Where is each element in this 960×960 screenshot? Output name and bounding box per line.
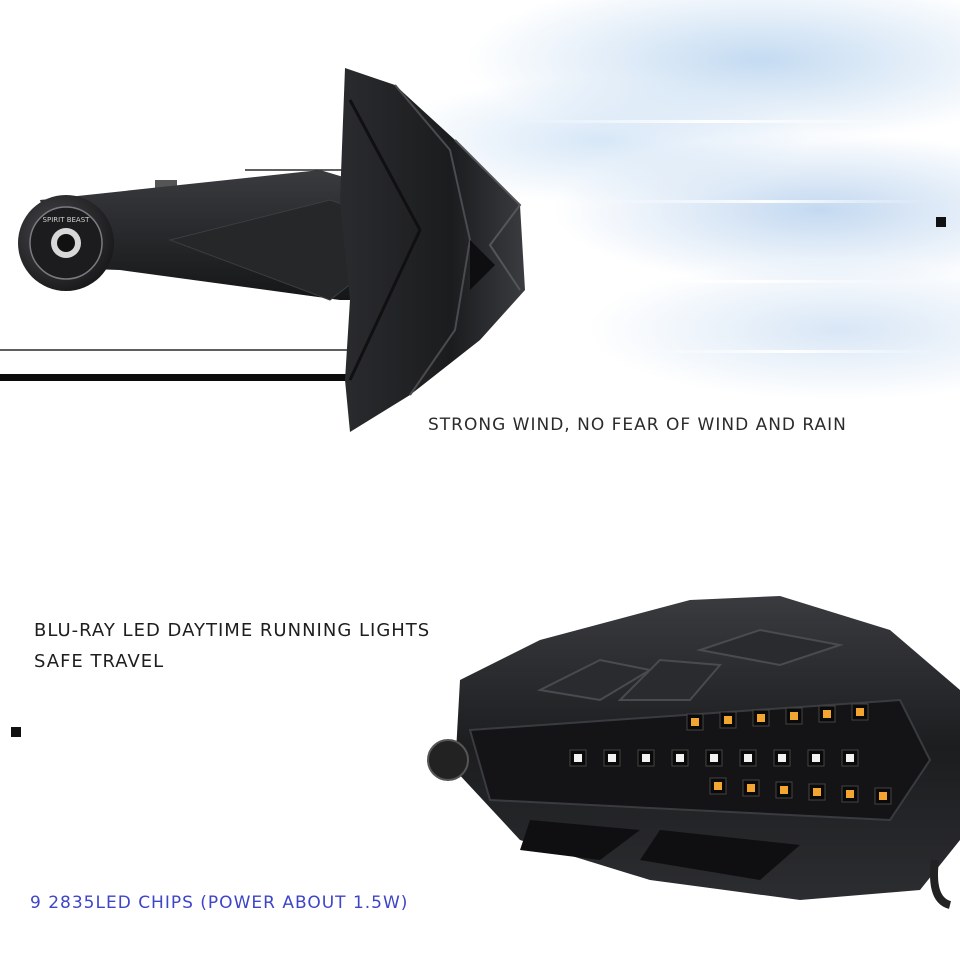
led-chip xyxy=(846,754,854,762)
led-chip xyxy=(856,708,864,716)
led-chip xyxy=(744,754,752,762)
caption-led-line2: SAFE TRAVEL xyxy=(34,651,165,672)
led-chip xyxy=(642,754,650,762)
caption-led-chips: 9 2835LED CHIPS (POWER ABOUT 1.5W) xyxy=(30,893,409,913)
caption-led-line1: BLU-RAY LED DAYTIME RUNNING LIGHTS xyxy=(34,620,431,641)
led-chip xyxy=(714,782,722,790)
bullet-square-icon xyxy=(936,217,946,227)
led-chip xyxy=(812,754,820,762)
led-chip xyxy=(574,754,582,762)
wind-streak xyxy=(640,350,940,353)
led-chip xyxy=(778,754,786,762)
led-chip xyxy=(757,714,765,722)
bullet-square-icon xyxy=(11,727,21,737)
caption-wind: STRONG WIND, NO FEAR OF WIND AND RAIN xyxy=(428,415,847,435)
knob-logo-text: SPIRIT BEAST xyxy=(43,216,91,224)
led-chip xyxy=(691,718,699,726)
led-chip xyxy=(676,754,684,762)
wind-streak xyxy=(560,280,920,283)
guard-shell xyxy=(340,68,525,432)
led-chip xyxy=(747,784,755,792)
led-chip xyxy=(823,710,831,718)
led-chip xyxy=(846,790,854,798)
wind-streak xyxy=(520,120,900,123)
led-chip xyxy=(879,792,887,800)
led-chip xyxy=(608,754,616,762)
led-chip xyxy=(724,716,732,724)
handlebar xyxy=(0,374,360,381)
led-chip xyxy=(790,712,798,720)
led-chip-array xyxy=(569,703,892,805)
led-chip xyxy=(813,788,821,796)
caption-led: BLU-RAY LED DAYTIME RUNNING LIGHTS SAFE … xyxy=(34,615,430,677)
led-chip xyxy=(710,754,718,762)
led-chip xyxy=(780,786,788,794)
wind-streak xyxy=(600,200,930,203)
